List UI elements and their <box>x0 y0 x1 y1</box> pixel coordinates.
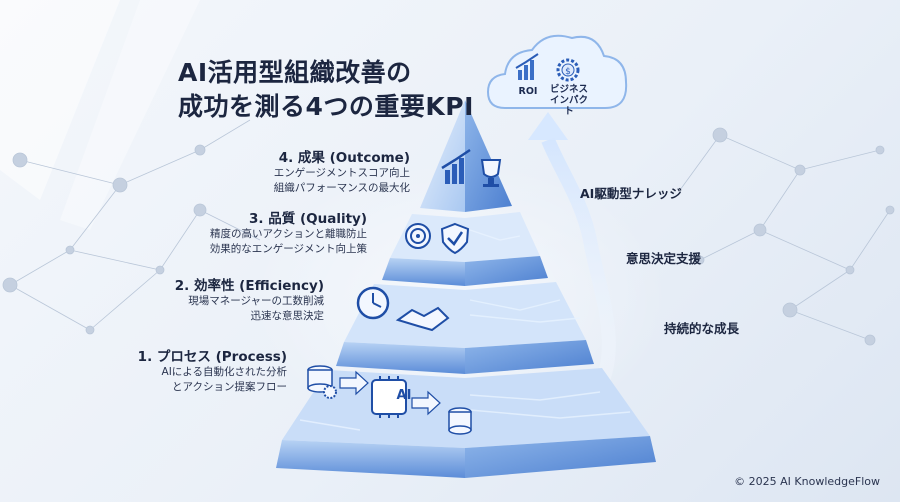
copyright: © 2025 AI KnowledgeFlow <box>734 475 880 488</box>
ai-chip-icon <box>371 376 407 418</box>
level-desc: エンゲージメントスコア向上 <box>273 167 410 179</box>
handshake-icon <box>395 306 450 332</box>
network-left <box>2 119 261 335</box>
level-desc: とアクション提案フロー <box>172 381 287 393</box>
shield-check-icon <box>440 222 470 255</box>
level-heading: 4. 成果 (Outcome) <box>278 150 410 166</box>
circuit-lines <box>299 229 631 431</box>
side-label-growth: 持続的な成長 <box>664 321 740 336</box>
svg-text:$: $ <box>565 67 571 77</box>
level-heading: 3. 品質 (Quality) <box>249 211 367 227</box>
level-desc: 精度の高いアクションと離職防止 <box>210 228 367 240</box>
level-desc: 効果的なエンゲージメント向上策 <box>209 243 367 255</box>
level-4-label: 4. 成果 (Outcome) エンゲージメントスコア向上 組織パフォーマンスの… <box>274 146 410 196</box>
cloud-icon: $ <box>486 34 628 109</box>
level-1-label: 1. プロセス (Process) AIによる自動化された分析 とアクション提案… <box>138 345 287 395</box>
title-line-1: AI活用型組織改善の <box>178 58 412 87</box>
pyramid-tier-efficiency <box>336 282 594 374</box>
page-title: AI活用型組織改善の 成功を測る4つの重要KPI <box>178 56 474 124</box>
clock-icon <box>356 286 390 320</box>
level-desc: 組織パフォーマンスの最大化 <box>273 182 410 194</box>
arrow-right-icon <box>339 370 369 396</box>
light-rays <box>0 0 200 230</box>
network-right <box>679 127 895 346</box>
trophy-icon <box>480 159 502 187</box>
level-heading: 1. プロセス (Process) <box>137 349 287 365</box>
level-desc: 迅速な意思決定 <box>250 310 325 322</box>
roi-chart-icon <box>515 53 539 80</box>
ai-chip-label: AI <box>396 388 412 403</box>
roi-label: ROI <box>518 86 538 97</box>
trend-chart-icon <box>441 148 471 184</box>
title-line-2: 成功を測る4つの重要KPI <box>178 92 474 121</box>
database-gear-icon <box>307 365 337 399</box>
level-desc: 現場マネージャーの工数削減 <box>188 295 324 307</box>
business-impact-label: ビジネス インパクト <box>549 84 588 117</box>
level-2-label: 2. 効率性 (Efficiency) 現場マネージャーの工数削減 迅速な意思決… <box>175 274 324 324</box>
level-desc: AIによる自動化された分析 <box>161 366 287 378</box>
target-icon <box>405 223 431 249</box>
side-label-decision: 意思決定支援 <box>626 251 702 266</box>
level-3-label: 3. 品質 (Quality) 精度の高いアクションと離職防止 効果的なエンゲー… <box>210 207 367 257</box>
gear-dollar-icon: $ <box>556 58 580 82</box>
arrow-right-icon <box>411 390 441 416</box>
level-heading: 2. 効率性 (Efficiency) <box>174 278 324 294</box>
side-label-knowledge: AI駆動型ナレッジ <box>580 186 682 201</box>
database-icon <box>448 407 472 435</box>
